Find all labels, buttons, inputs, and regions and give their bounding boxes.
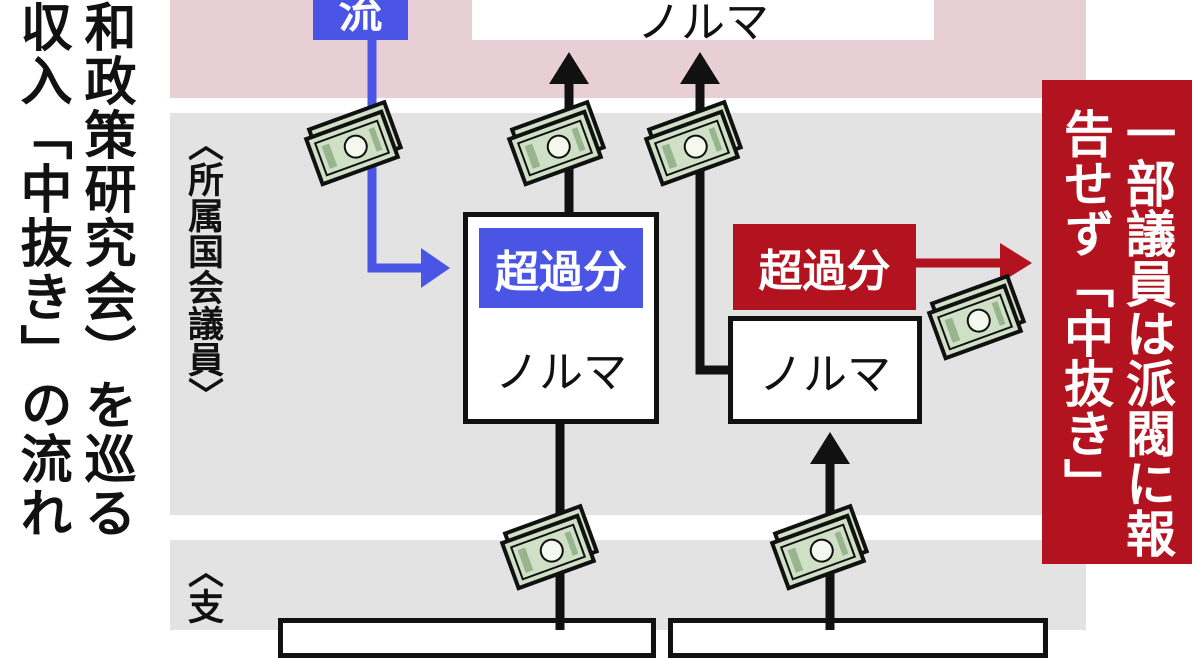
money-icon — [497, 504, 602, 591]
member-band-label: 〈所属国会議員〉 — [182, 125, 223, 413]
money-icon — [767, 504, 872, 591]
callout-box: 一部議員は派閥に報告せず「中抜き」 — [1042, 80, 1192, 564]
left-excess-label: 超過分 — [495, 247, 627, 298]
left-member-box: 超過分 ノルマ — [463, 212, 659, 424]
right-quota-box: ノルマ — [728, 316, 922, 424]
money-icon — [924, 274, 1029, 361]
faction-quota-label: ノルマ — [637, 0, 769, 48]
money-icon — [641, 100, 746, 187]
callout-text: 一部議員は派閥に報告せず「中抜き」 — [1056, 108, 1176, 558]
right-quota-label: ノルマ — [759, 349, 891, 400]
left-excess-tag: 超過分 — [479, 228, 643, 308]
title-line-1: 和政策研究会）を巡る — [75, 0, 135, 540]
right-up-arrow — [680, 52, 728, 375]
right-excess-label: 超過分 — [758, 246, 891, 297]
money-icon — [504, 100, 609, 187]
faction-quota-box: ノルマ — [472, 0, 934, 48]
left-quota-label: ノルマ — [495, 347, 627, 398]
red-arrow — [916, 243, 1032, 283]
money-icon — [301, 100, 406, 187]
title-line-2: 収入「中抜き」の流れ — [11, 0, 71, 540]
right-excess-tag: 超過分 — [733, 224, 916, 310]
branch-band-label: 〈支 — [182, 552, 223, 624]
branch-band — [170, 540, 1086, 630]
flow-tag: 流 — [313, 0, 408, 40]
